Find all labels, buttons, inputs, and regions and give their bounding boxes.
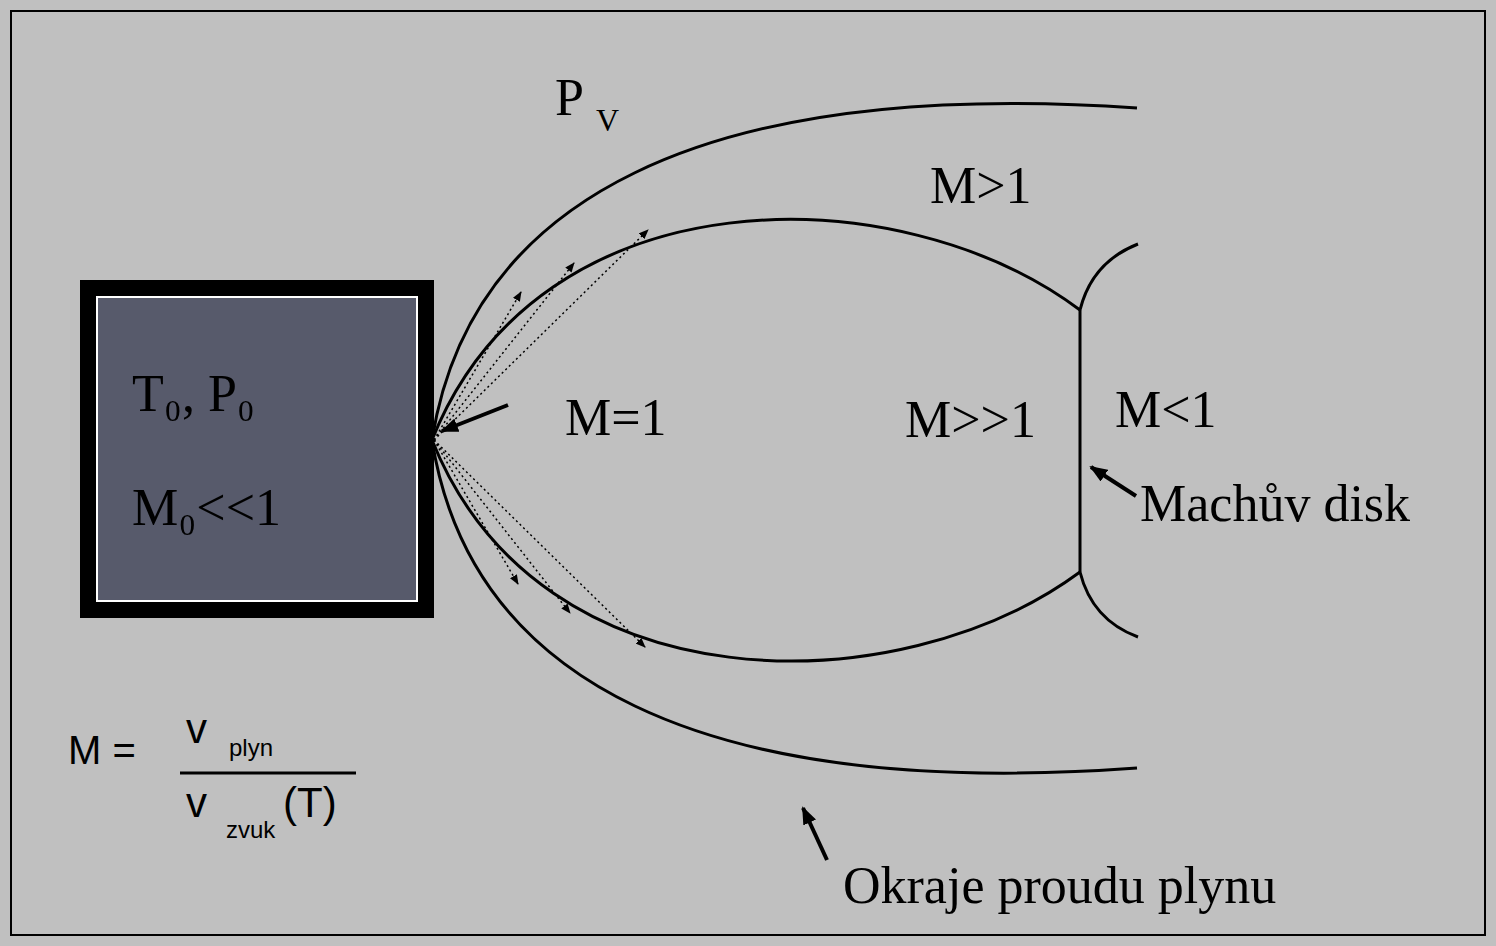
mach-disk-line xyxy=(1079,310,1082,572)
state-text: M₀<<1 xyxy=(132,482,281,534)
frame xyxy=(11,11,1485,935)
formula-subscript: zvuk xyxy=(226,818,275,842)
pressure-subscript: V xyxy=(596,104,619,136)
fraction-bar xyxy=(180,772,356,775)
reflected-shock xyxy=(1080,244,1138,310)
state-text: T₀, P₀ xyxy=(132,368,255,420)
leader-arrow xyxy=(442,405,508,431)
pressure-symbol: P xyxy=(555,72,584,124)
leader-arrow xyxy=(1091,467,1136,496)
formula-text: v xyxy=(186,782,207,824)
reflected-shock xyxy=(1080,572,1138,637)
part-name: Okraje proudu plynu xyxy=(843,860,1276,912)
mach-label: M>>1 xyxy=(905,394,1036,446)
part-name: Machův disk xyxy=(1140,478,1410,530)
gas-reservoir: T₀, P₀ M₀<<1 xyxy=(80,280,434,618)
formula-subscript: plyn xyxy=(229,736,273,760)
formula-text: (T) xyxy=(283,782,337,824)
barrel-shock xyxy=(432,219,1080,661)
jet-boundary xyxy=(432,104,1137,774)
mach-label: M>1 xyxy=(930,160,1032,212)
leader-arrow xyxy=(803,808,827,860)
mach-label: M<1 xyxy=(1115,384,1217,436)
formula-text: v xyxy=(186,708,207,750)
formula-text: M = xyxy=(68,730,136,770)
mach-label: M=1 xyxy=(565,392,667,444)
